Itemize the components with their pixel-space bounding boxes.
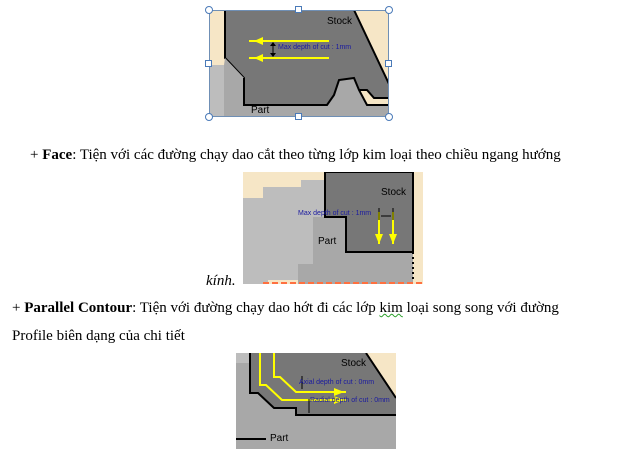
parallel-prefix: + xyxy=(12,300,25,316)
figure1-part-label: Part xyxy=(251,105,270,116)
resize-handle-right[interactable] xyxy=(385,60,392,67)
resize-handle-bottom[interactable] xyxy=(295,113,302,120)
parallel-desc-a: : Tiện với đường chạy dao hớt đi các lớp xyxy=(132,300,380,316)
face-term: Face xyxy=(42,147,73,163)
figure2-part-label: Part xyxy=(318,236,337,247)
figure3-part-label: Part xyxy=(270,433,289,444)
resize-handle-top-left[interactable] xyxy=(205,6,213,14)
resize-handle-bottom-right[interactable] xyxy=(385,113,393,121)
parallel-line2: Profile biên dạng của chi tiết xyxy=(12,328,185,344)
figure3-axial: Axial depth of cut : 0mm xyxy=(299,379,375,386)
face-desc: : Tiện với các đường chạy dao cắt theo t… xyxy=(72,147,561,163)
parallel-desc-kim: kim xyxy=(379,300,403,316)
resize-handle-top-right[interactable] xyxy=(385,6,393,14)
figure3-radial: Radial depth of cut : 0mm xyxy=(310,397,390,404)
figure2-stock-label: Stock xyxy=(381,187,407,198)
figure2-annotation: Max depth of cut : 1mm xyxy=(298,210,372,217)
parallel-term: Parallel Contour xyxy=(24,300,133,316)
face-prefix: + xyxy=(30,147,43,163)
figure-face-toolpath: Stock Max depth of cut : 1mm Part xyxy=(243,172,423,284)
resize-handle-bottom-left[interactable] xyxy=(205,113,213,121)
figure3-stock-label: Stock xyxy=(341,358,367,369)
face-paragraph: + Face: Tiện với các đường chạy dao cắt … xyxy=(30,146,561,164)
resize-handle-top[interactable] xyxy=(295,6,302,13)
face-tail: kính. xyxy=(206,273,236,289)
figure-face-stock-cut[interactable]: Stock Max depth of cut : 1mm Part xyxy=(209,10,389,117)
image-selection-frame xyxy=(209,10,389,117)
figure-parallel-contour: Stock Axial depth of cut : 0mm Radial de… xyxy=(236,353,396,449)
parallel-desc-b: loại song song với đường xyxy=(402,300,559,316)
parallel-paragraph: + Parallel Contour: Tiện với đường chạy … xyxy=(12,299,559,317)
figure1-stock-label: Stock xyxy=(327,16,353,27)
resize-handle-left[interactable] xyxy=(205,60,212,67)
figure1-annotation: Max depth of cut : 1mm xyxy=(278,44,352,51)
